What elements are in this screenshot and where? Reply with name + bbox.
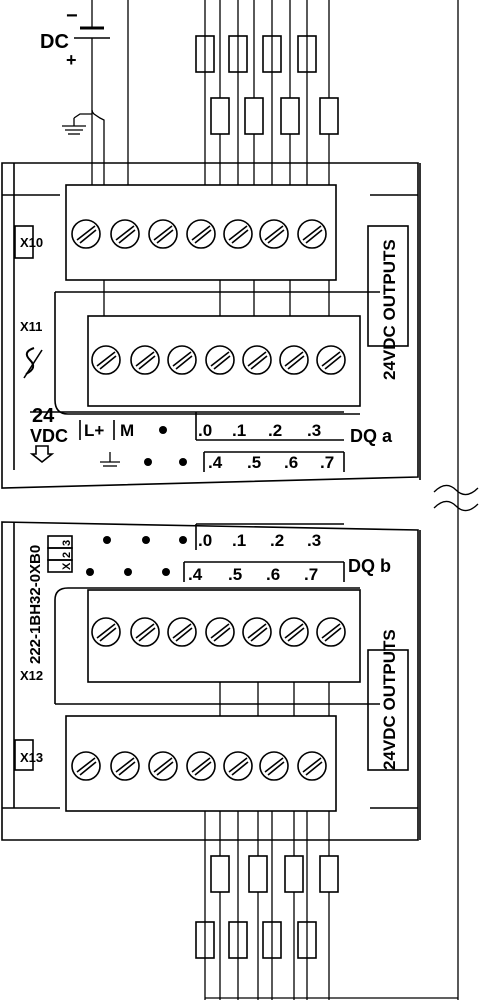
voltage-vdc: VDC (30, 426, 68, 446)
load-resistor (195, 921, 215, 959)
dc-label: DC (40, 31, 69, 53)
load-resistor (319, 97, 339, 135)
load-resistor (195, 35, 215, 73)
upper-module (1, 162, 421, 489)
connector-x13: X13 (20, 750, 43, 765)
upper-bit-2: .2 (268, 421, 282, 440)
version-box-3: 3 (61, 540, 73, 546)
upper-side-title: 24VDC OUTPUTS (380, 239, 399, 380)
part-number: 222-1BH32-0XB0 (27, 545, 44, 664)
upper-bit-0: .0 (198, 421, 212, 440)
load-resistor (297, 921, 317, 959)
terminal-screws-x13 (71, 751, 327, 781)
lower-bit-4: .4 (188, 565, 203, 584)
load-resistor (228, 921, 248, 959)
connector-x10: X10 (20, 235, 43, 250)
terminal-lplus: L+ (84, 421, 104, 440)
lower-bit-1: .1 (232, 531, 246, 550)
lower-side-title: 24VDC OUTPUTS (380, 629, 399, 770)
load-resistor (262, 921, 282, 959)
connector-x12: X12 (20, 668, 43, 683)
break-symbol (433, 484, 479, 496)
upper-bit-7: .7 (320, 453, 334, 472)
upper-bit-5: .5 (247, 453, 261, 472)
lower-group-label: DQ b (348, 556, 391, 576)
top-wiring (62, 0, 459, 1000)
load-resistor (210, 97, 230, 135)
load-resistor (244, 97, 264, 135)
dc-plus: + (66, 50, 77, 70)
load-resistor (319, 855, 339, 893)
terminal-screws-x12 (91, 617, 346, 647)
voltage-24: 24 (32, 405, 55, 427)
load-resistor (284, 855, 304, 893)
load-resistor (297, 35, 317, 73)
lower-bit-6: .6 (266, 565, 280, 584)
terminal-screws-x10 (71, 219, 327, 249)
dc-minus: − (66, 5, 78, 27)
load-resistor (248, 855, 268, 893)
version-box-2: 2 (61, 552, 73, 558)
upper-bit-6: .6 (284, 453, 298, 472)
version-box-1: X (61, 562, 73, 570)
terminal-screws-x11 (91, 345, 346, 375)
lower-bit-3: .3 (307, 531, 321, 550)
terminal-m: M (120, 421, 134, 440)
load-resistor (280, 97, 300, 135)
load-resistor (262, 35, 282, 73)
lower-bit-5: .5 (228, 565, 242, 584)
logo-mark (25, 347, 35, 375)
lower-bit-7: .7 (304, 565, 318, 584)
lower-module (1, 521, 421, 841)
lower-bit-0: .0 (198, 531, 212, 550)
upper-bit-4: .4 (208, 453, 223, 472)
load-resistor (210, 855, 230, 893)
upper-bit-3: .3 (307, 421, 321, 440)
connector-x11: X11 (20, 319, 42, 334)
bottom-wiring (195, 811, 458, 1000)
load-resistor (228, 35, 248, 73)
upper-group-label: DQ a (350, 426, 393, 446)
upper-bit-1: .1 (232, 421, 246, 440)
lower-bit-2: .2 (270, 531, 284, 550)
